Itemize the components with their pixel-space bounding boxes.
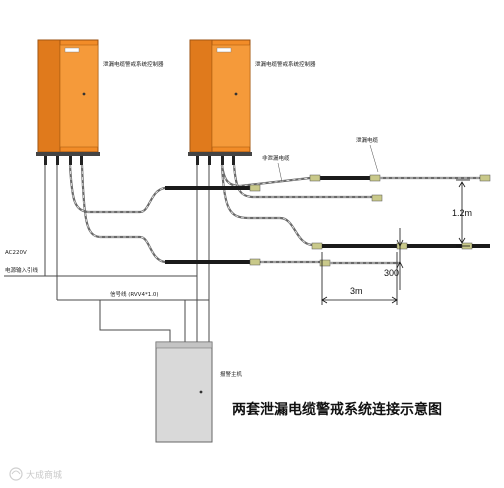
- power-label-2: 电源输入引线: [5, 266, 39, 274]
- power-wiring: [4, 165, 210, 342]
- diagram-title: 两套泄漏电缆警戒系统连接示意图: [232, 401, 442, 418]
- cable-label-mid-leader: [277, 162, 283, 183]
- cable-label-top-leader: [369, 144, 379, 173]
- controller-label-2: 泄漏电缆警戒系统控制器: [255, 60, 316, 68]
- controller-label-1: 泄漏电缆警戒系统控制器: [103, 60, 164, 68]
- signal-label: 信号线 (RVV4*1.0): [110, 290, 159, 298]
- dim-length-label: 3m: [350, 286, 363, 296]
- alarm-host-box: [155, 341, 213, 443]
- watermark-text: 大成商城: [26, 469, 62, 481]
- watermark-logo: [9, 467, 23, 481]
- cable-label-top: 泄漏电缆: [356, 136, 379, 144]
- dimension-lines: [321, 179, 470, 305]
- controller-box-1: [36, 39, 100, 165]
- power-label-1: AC220V: [5, 250, 27, 256]
- leaky-cables: [165, 174, 491, 267]
- cable-routes-1: [68, 164, 320, 264]
- dim-offset-label: 300: [384, 268, 399, 278]
- controller-box-2: [188, 39, 252, 165]
- cable-label-mid: 非泄漏电缆: [262, 154, 290, 162]
- cable-routes-2: [220, 164, 372, 247]
- alarm-host-label: 报警主机: [220, 370, 243, 378]
- dim-spacing-label: 1.2m: [452, 208, 472, 218]
